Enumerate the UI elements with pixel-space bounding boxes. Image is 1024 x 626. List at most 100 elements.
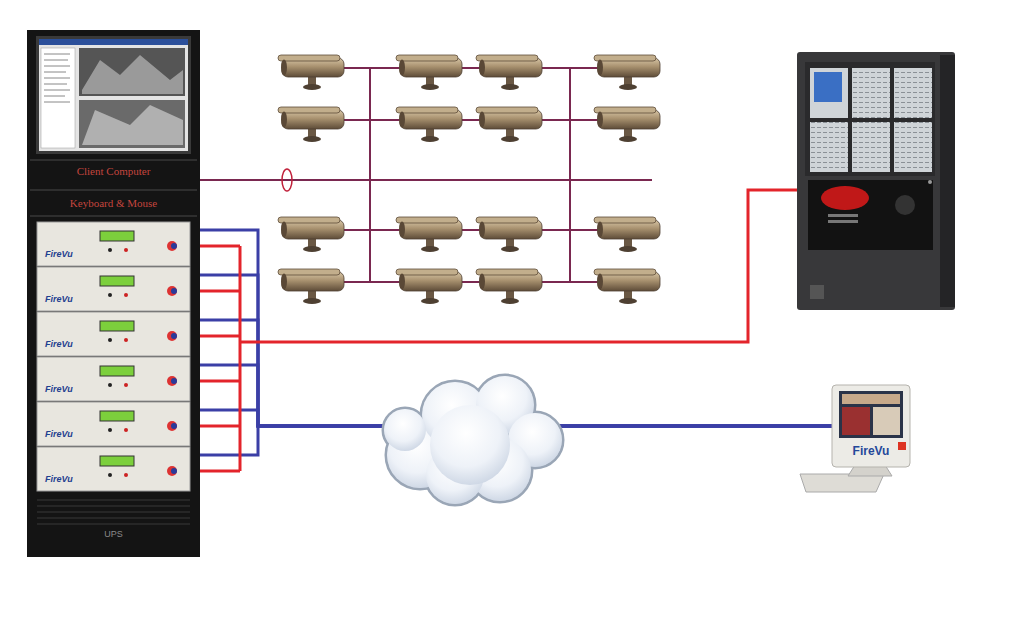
camera (476, 217, 542, 252)
unit-logo (167, 286, 177, 296)
camera (396, 269, 462, 304)
unit-button (124, 473, 128, 477)
remote-computer: FireVu (832, 385, 910, 467)
equipment-rack (82, 105, 183, 145)
equipment-rack (39, 39, 188, 151)
equipment-rack (79, 48, 185, 96)
lcd-display (100, 411, 134, 421)
fire-alarm-panel (810, 285, 824, 299)
unit-logo (171, 378, 177, 384)
fire-alarm-panel (814, 72, 842, 102)
unit-button (108, 383, 112, 387)
unit-logo (171, 468, 177, 474)
firevu-unit-body (37, 447, 190, 491)
camera (396, 55, 462, 90)
fire-alarm-panel (940, 55, 955, 307)
fire-alarm-panel (828, 220, 858, 223)
lcd-display (100, 366, 134, 376)
unit-logo (167, 376, 177, 386)
unit-button (124, 248, 128, 252)
fire-alarm-panel (895, 195, 915, 215)
firevu-unit: FireVu (37, 402, 190, 447)
unit-logo (171, 288, 177, 294)
camera-bus (200, 179, 652, 181)
cable-marker (282, 169, 292, 191)
firevu-unit-body (37, 312, 190, 356)
alarm-wire (239, 246, 242, 471)
equipment-rack (36, 36, 191, 154)
unit-logo (167, 421, 177, 431)
fire-alarm-panel (797, 52, 955, 310)
unit-button (108, 473, 112, 477)
network-cloud (383, 375, 563, 505)
unit-button (108, 293, 112, 297)
firevu-unit: FireVu (37, 312, 190, 357)
fire-alarm-panel (808, 180, 933, 250)
camera-bus (340, 68, 600, 282)
equipment-rack (27, 30, 200, 557)
unit-button (124, 383, 128, 387)
equipment-rack (44, 54, 70, 102)
remote-computer (842, 407, 870, 435)
camera (594, 55, 660, 90)
unit-button (124, 338, 128, 342)
firevu-unit: FireVu (37, 222, 190, 267)
rack-vent (37, 500, 190, 524)
fire-alarm-panel (821, 186, 869, 210)
equipment-rack (41, 48, 75, 148)
remote-computer (898, 442, 906, 450)
node-label: FireVu (37, 339, 190, 350)
node-label: FireVu (37, 429, 190, 440)
node-label: FireVu (37, 294, 190, 305)
node-label: FireVu (37, 474, 190, 485)
unit-logo (171, 423, 177, 429)
network-cloud (384, 376, 562, 504)
camera (396, 217, 462, 252)
fire-alarm-panel (894, 68, 932, 118)
node-label: Client Computer (27, 165, 200, 179)
network-cloud (383, 375, 563, 505)
remote-computer (873, 407, 900, 435)
equipment-rack (82, 55, 183, 94)
camera (476, 269, 542, 304)
remote-computer (800, 385, 910, 492)
fire-alarm-panel (810, 122, 848, 172)
node-label: Keyboard & Mouse (27, 197, 200, 211)
firevu-unit-body (37, 222, 190, 491)
firevu-unit: FireVu (37, 447, 190, 492)
firevu-unit-body (37, 357, 190, 401)
alarm-wire (200, 246, 240, 471)
remote-computer (800, 474, 884, 492)
node-label: FireVu (37, 384, 190, 395)
unit-button (124, 428, 128, 432)
lcd-display (100, 321, 134, 331)
equipment-rack (39, 39, 188, 45)
equipment-rack: FireVuFireVuFireVuFireVuFireVuFireVuClie… (27, 30, 200, 557)
camera-bus (370, 68, 570, 282)
unit-button (124, 293, 128, 297)
camera (476, 55, 542, 90)
camera (278, 107, 344, 142)
fire-alarm-panel (805, 62, 935, 176)
firevu-unit-body (37, 267, 190, 311)
camera-bus (200, 68, 652, 282)
camera (278, 269, 344, 304)
network-cloud (384, 409, 426, 451)
fire-alarm-panel (894, 122, 932, 172)
camera (476, 107, 542, 142)
remote-computer (839, 391, 903, 438)
firevu-unit: FireVu (37, 267, 190, 312)
equipment-rack (79, 100, 185, 148)
camera (594, 217, 660, 252)
lcd-display (100, 231, 134, 466)
camera (396, 107, 462, 142)
camera (278, 217, 344, 252)
unit-logo (167, 241, 177, 476)
camera (594, 107, 660, 142)
camera (278, 55, 344, 90)
lcd-display (100, 276, 134, 286)
unit-logo (167, 331, 177, 341)
remote-computer (832, 385, 910, 467)
network-cloud (430, 405, 510, 485)
